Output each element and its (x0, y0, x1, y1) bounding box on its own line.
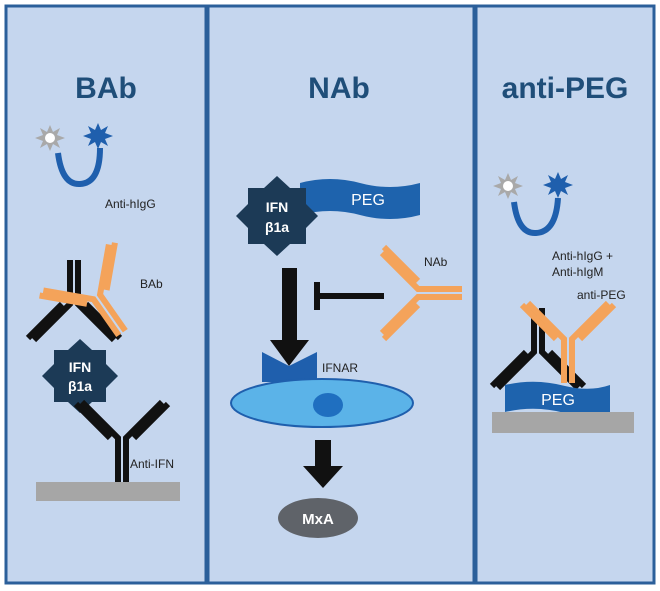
arrow-head (270, 340, 309, 366)
signal-icon (543, 172, 573, 198)
plate-surface (492, 412, 634, 433)
plate-surface (36, 482, 180, 501)
panel-title: anti-PEG (502, 72, 629, 105)
expression-arrow (303, 440, 343, 488)
panel-title: NAb (308, 72, 370, 105)
conjugate-link (55, 147, 103, 187)
label-anti-higg-higm-line2: Anti-hIgM (552, 265, 603, 279)
ifnar-receptor (262, 352, 317, 382)
panel-bab: BAb Anti-hIgG BAb IFN β1a Anti-IFN (4, 4, 208, 585)
signal-icon (83, 123, 113, 149)
mxa-label: MxA (302, 511, 334, 528)
inhibition-stop (314, 282, 320, 310)
ifn-label-line1: IFN (266, 199, 289, 215)
ifn-label-line1: IFN (69, 359, 92, 375)
conjugate-link (511, 197, 561, 236)
detection-conjugate (35, 123, 113, 187)
peg-ribbon: PEG (300, 179, 420, 219)
panel-anti-peg-frame (474, 4, 656, 585)
panel-anti-peg: anti-PEG Anti-hIgG + Anti-hIgM anti-PEG … (474, 4, 656, 585)
ifn-beta1a: IFN β1a (236, 176, 318, 256)
label-anti-ifn: Anti-IFN (130, 457, 174, 471)
peg-ribbon: PEG (505, 381, 610, 416)
detection-conjugate (493, 172, 573, 236)
arrow-head (303, 466, 343, 488)
peg-shape (505, 381, 610, 416)
peg-label: PEG (541, 392, 575, 409)
inhibition-line (318, 293, 384, 299)
label-ifnar: IFNAR (322, 361, 358, 375)
peg-label: PEG (351, 192, 385, 209)
label-anti-peg: anti-PEG (577, 288, 626, 302)
panel-title: BAb (75, 72, 137, 105)
label-bab: BAb (140, 277, 163, 291)
ifn-shape (236, 176, 318, 256)
ifn-beta1a: IFN β1a (42, 339, 118, 413)
mxa-protein (278, 498, 358, 538)
peg-shape (300, 179, 420, 219)
enzyme-core (45, 133, 55, 143)
panel-nab: NAb PEG IFN β1a NAb IFNAR (206, 4, 476, 585)
ifn-shape (42, 339, 118, 413)
binding-arrow (270, 268, 309, 366)
ifn-label-line2: β1a (265, 219, 289, 235)
arrow-shaft (315, 440, 331, 467)
inhibition-bar (314, 282, 384, 310)
enzyme-core (503, 181, 513, 191)
arrow-shaft (282, 268, 297, 342)
label-anti-higg-higm-line1: Anti-hIgG + (552, 249, 613, 263)
nucleus (313, 393, 343, 417)
label-anti-higg: Anti-hIgG (105, 197, 156, 211)
ifn-label-line2: β1a (68, 378, 92, 394)
label-nab: NAb (424, 255, 448, 269)
